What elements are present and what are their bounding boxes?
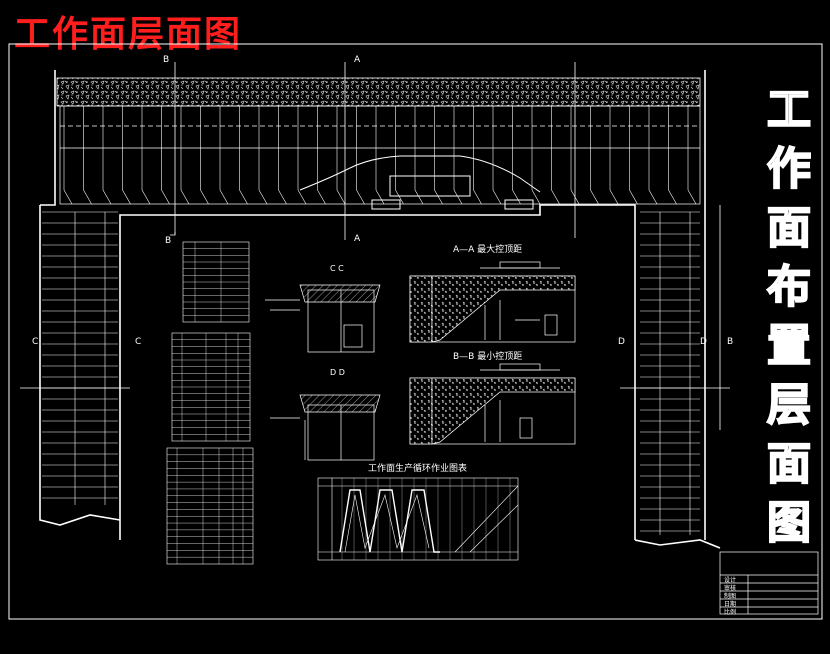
marker-d-right: D [700,337,707,347]
conveyor-box-1 [371,199,401,210]
drawing-title: 工作面层面图 [14,13,243,55]
support-leg [63,189,73,205]
support-leg [336,189,346,205]
support-leg [317,189,326,205]
support-leg [668,189,677,205]
vertical-title: 工作面布置层面图 [758,85,811,559]
section-aa-drawing [409,261,576,343]
labor-table [166,447,254,565]
support-leg [375,189,385,205]
marker-b-bottom: B [165,236,172,246]
support-leg [453,189,463,205]
support-leg [492,189,502,205]
cycle-chart [317,477,519,561]
left-roadway-supports [42,211,118,505]
marker-a-top: A [354,55,361,65]
section-cc-label: C C [330,264,344,273]
title-block [719,551,819,615]
section-bb-drawing [409,363,576,445]
title-block-row-1: 设计 [724,577,737,584]
title-block-row-4: 日期 [724,601,737,608]
marker-b-top: B [163,55,170,65]
support-leg [258,189,268,205]
support-leg [687,189,697,205]
marker-a-bottom: A [354,234,361,244]
title-block-row-3: 制图 [724,593,737,600]
support-leg [512,189,521,205]
title-block-row-5: 比例 [724,609,737,616]
marker-c-right: C [135,337,142,347]
support-leg [200,189,209,205]
support-leg [122,189,131,205]
support-row-top [59,105,701,205]
conveyor-box-2 [504,199,534,210]
support-leg [180,189,190,205]
support-leg [473,189,482,205]
support-leg [161,189,170,205]
support-leg [395,189,404,205]
shearer-profile [299,155,541,193]
marker-b-far-right: B [727,337,734,347]
equipment-table-grid [183,242,249,322]
cycle-chart-title: 工作面生产循环作业图表 [368,464,468,474]
support-leg [141,189,151,205]
support-leg [414,189,424,205]
outer-frame [8,43,823,620]
labor-table-grid [167,448,253,564]
support-leg [297,189,307,205]
support-leg [278,189,287,205]
support-leg [551,189,560,205]
section-lines [20,62,730,430]
support-leg [239,189,248,205]
section-cc [265,284,381,353]
support-leg [590,189,599,205]
support-leg [102,189,112,205]
marker-c-left: C [32,337,39,347]
section-aa-title: A—A 最大控顶距 [453,245,523,255]
roof-gravel-band [56,77,701,107]
shearer-body [389,175,471,197]
section-dd-label: D D [330,368,345,377]
support-columns [63,106,697,205]
title-block-row-2: 审核 [724,585,737,592]
support-leg [629,189,638,205]
support-leg [531,189,541,205]
roadway-outline [39,70,721,549]
right-roadway-supports [640,211,700,535]
support-leg [356,189,365,205]
cycle-chart-grid [341,478,511,560]
support-leg [648,189,658,205]
parameter-table-grid [172,333,250,441]
support-leg [219,189,229,205]
support-leg [83,189,92,205]
support-leg [434,189,443,205]
marker-d-left: D [618,337,625,347]
section-dd [270,394,381,461]
support-leg [609,189,619,205]
section-bb-title: B—B 最小控顶距 [453,352,523,362]
